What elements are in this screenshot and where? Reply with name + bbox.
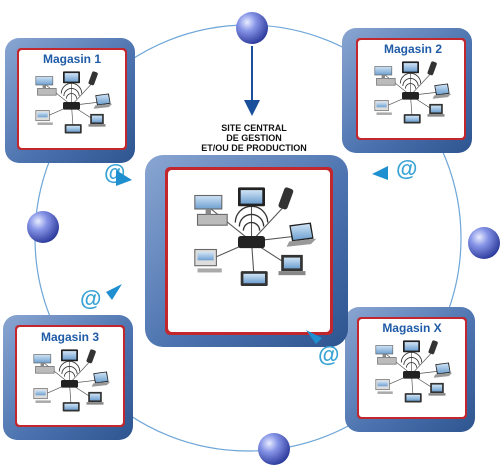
connector-store-1: @ (104, 160, 132, 186)
connector-store-2: @ (372, 156, 417, 181)
central-site-box (145, 155, 348, 347)
svg-text:SITE CENTRAL: SITE CENTRAL (221, 123, 287, 133)
store-box-x: Magasin X (345, 307, 475, 432)
store-box-3: Magasin 3 (3, 315, 133, 440)
arrow-icon (372, 166, 388, 180)
node-sphere-bottom (258, 433, 290, 465)
node-sphere-left (27, 211, 59, 243)
store-label: Magasin 2 (384, 42, 442, 56)
store-label: Magasin X (382, 321, 441, 335)
svg-text:ET/OU DE PRODUCTION: ET/OU DE PRODUCTION (201, 143, 307, 153)
svg-text:DE GESTION: DE GESTION (226, 133, 282, 143)
node-sphere-top (236, 12, 268, 44)
connector-store-x: @ (306, 330, 339, 367)
connector-store-3: @ (80, 284, 122, 311)
at-symbol-icon: @ (396, 156, 417, 181)
at-symbol-icon: @ (80, 286, 101, 311)
store-box-2: Magasin 2 (342, 28, 472, 153)
arrow-icon (106, 284, 122, 300)
central-site-title: SITE CENTRAL DE GESTION ET/OU DE PRODUCT… (201, 123, 307, 153)
node-sphere-right (468, 227, 500, 259)
arrow-icon (306, 330, 322, 344)
arrow-icon (116, 170, 132, 186)
store-label: Magasin 1 (43, 52, 101, 66)
at-symbol-icon: @ (318, 342, 339, 367)
store-label: Magasin 3 (41, 330, 99, 344)
store-box-1: Magasin 1 (5, 38, 135, 163)
